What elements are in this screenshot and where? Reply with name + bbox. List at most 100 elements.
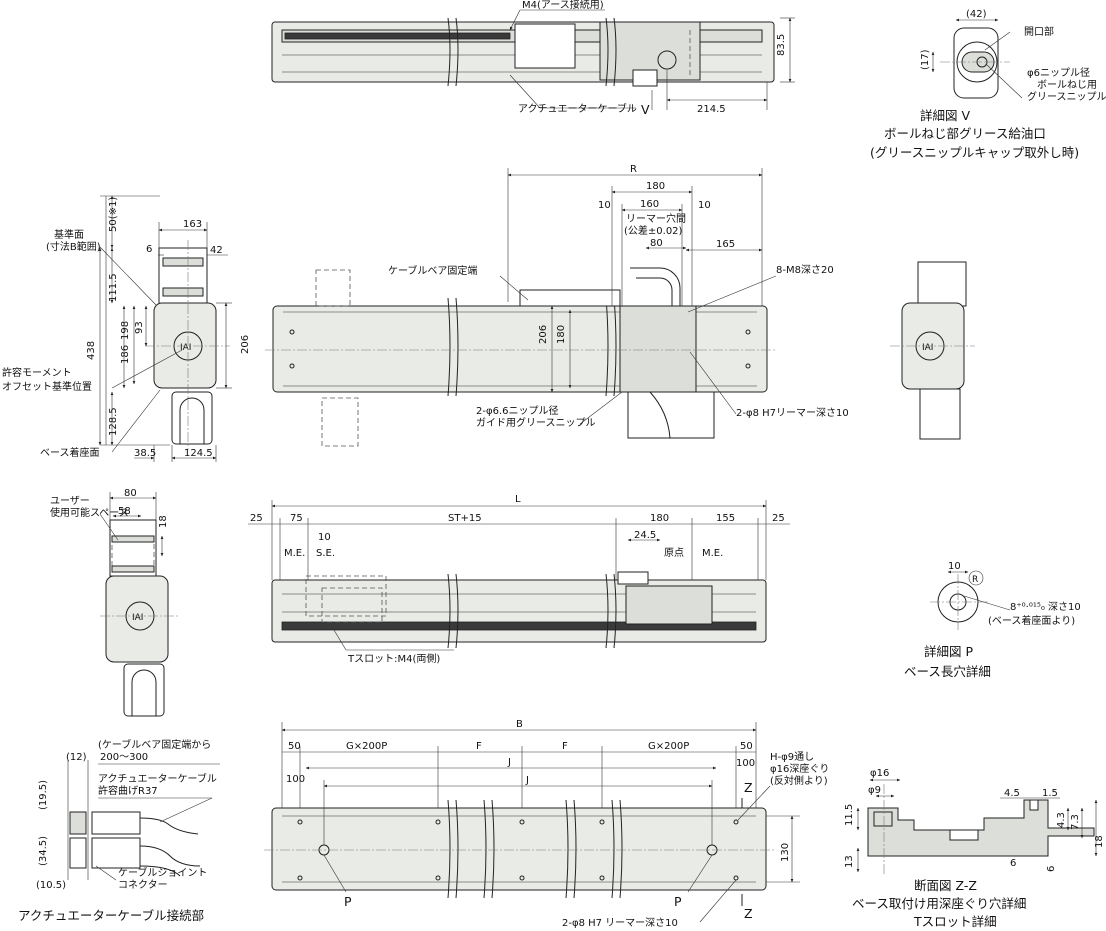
dim-50-note: 50(※1) (108, 197, 119, 232)
detail-p-dim-10: 10 (948, 561, 961, 572)
dim-155: 155 (716, 513, 735, 524)
z-top: Z (744, 780, 753, 795)
side-view (265, 267, 775, 447)
user-dim-18: 18 (158, 515, 169, 528)
dim-130: 130 (780, 843, 791, 862)
dim-F-right: F (562, 741, 568, 752)
dim-st: ST+15 (448, 513, 482, 524)
section-zz: φ16 φ9 11.5 13 4.5 1.5 4.3 7.3 18 6 6 断面… (844, 768, 1105, 929)
detail-v-dim-42: (42) (966, 9, 987, 20)
dim-80-top: 80 (650, 238, 663, 249)
side-view-dims: R 180 10 160 10 リーマー穴間 (公差±0.02) 80 165 … (388, 164, 849, 429)
cable-dim-12: (12) (66, 752, 87, 763)
lower-front-dims: L 25 75 ST+15 180 155 25 10 M.E. S.E. 24… (248, 494, 790, 665)
dim-B: B (516, 719, 523, 730)
dim-180-top: 180 (646, 181, 665, 192)
zz-dim-4-3: 4.3 (1056, 812, 1067, 828)
dim-214-5: 214.5 (697, 104, 726, 115)
dim-111-5: 111.5 (108, 273, 119, 302)
zz-dim-11-5: 11.5 (844, 804, 855, 826)
dim-438: 438 (86, 341, 97, 360)
moment-label-1: 許容モーメント (2, 366, 72, 379)
zz-subtitle: ベース取付け用深座ぐり穴詳細 (852, 896, 1026, 911)
reamer-8-side: 2-φ8 H7リーマー深さ10 (736, 407, 849, 419)
detail-v-subtitle: ボールねじ部グリース給油口 (884, 126, 1046, 141)
dim-50-right: 50 (740, 741, 753, 752)
origin-label: 原点 (664, 547, 684, 559)
dim-124-5: 124.5 (184, 448, 213, 459)
cable-joint-2: コネクター (118, 879, 168, 891)
p-right: P (674, 894, 682, 909)
dim-g-right: G×200P (648, 741, 689, 752)
dim-42: 42 (210, 245, 223, 256)
p-left: P (344, 894, 352, 909)
dim-10-left: 10 (598, 200, 611, 211)
nipple-1: 2-φ6.6ニップル径 (476, 404, 558, 417)
zz-dim-6b: 6 (1046, 866, 1057, 872)
nipple-label-1: φ6ニップル径 (1027, 66, 1090, 79)
dim-R: R (630, 164, 637, 175)
detail-p: 10 R 8⁺⁰·⁰¹⁵₀ 深さ10 (ベース着座面より) 詳細図 P ベース長… (904, 561, 1081, 679)
dim-6: 6 (146, 244, 152, 255)
cable-note-1: (ケーブルベア固定端から (98, 738, 211, 751)
dim-83-5: 83.5 (776, 34, 787, 56)
m4-label: M4(アース接続用) (522, 0, 604, 11)
dim-b-range: (寸法B範囲) (46, 240, 101, 253)
cable-title: アクチュエーターケーブル接続部 (18, 908, 204, 923)
detail-p-spec-2: (ベース着座面より) (988, 614, 1075, 627)
bottom-reamer: 2-φ8 H7 リーマー深さ10 (562, 917, 678, 929)
detail-p-subtitle: ベース長穴詳細 (904, 664, 991, 679)
cable-joint-1: ケーブルジョイント (118, 866, 207, 879)
detail-p-title: 詳細図 P (924, 644, 973, 659)
hole-spec-2: φ16深座ぐり (770, 762, 829, 775)
dim-206-left: 206 (240, 335, 251, 354)
dim-38-5: 38.5 (134, 448, 156, 459)
zz-dim-13: 13 (844, 855, 855, 868)
m8-label: 8-M8深さ20 (776, 264, 834, 276)
dim-L: L (515, 494, 521, 505)
dim-163: 163 (183, 219, 202, 230)
dim-198: 198 (120, 321, 131, 340)
zz-dim-18: 18 (1094, 835, 1105, 848)
dim-J-bottom: J (525, 775, 529, 786)
cable-label: アクチュエーターケーブル (518, 102, 637, 115)
cable-dim-10-5: (10.5) (36, 880, 66, 891)
hole-spec-3: (反対側より) (770, 774, 828, 787)
cable-bend-2: 許容曲げR37 (98, 784, 158, 797)
zz-dim-1-5: 1.5 (1042, 788, 1058, 799)
user-space-dims: ユーザー 使用可能スペース 80 58 18 (50, 488, 169, 557)
svg-text:IAI: IAI (132, 613, 143, 623)
dim-186: 186 (120, 345, 131, 364)
v-marker: V (641, 102, 650, 117)
user-dim-80: 80 (124, 488, 137, 499)
dim-93: 93 (134, 321, 145, 334)
bottom-view-dims: B 50 G×200P F F G×200P 50 J J 100 100 H-… (281, 719, 829, 929)
zz-title: 断面図 Z-Z (914, 878, 977, 893)
right-end-view: IAI (890, 261, 975, 440)
svg-text:IAI: IAI (180, 343, 191, 353)
detail-v-note: (グリースニップルキャップ取外し時) (870, 145, 1079, 160)
top-view (271, 17, 775, 87)
svg-text:IAI: IAI (922, 343, 933, 353)
ref-surface: 基準面 (54, 228, 84, 241)
user-space-label-2: 使用可能スペース (50, 506, 129, 519)
dim-25-left: 25 (250, 513, 263, 524)
nipple-2: ガイド用グリースニップル (476, 416, 596, 429)
dim-F-left: F (476, 741, 482, 752)
bottom-view (264, 799, 776, 899)
nipple-label-3: グリースニップル (1027, 90, 1106, 103)
dim-180-lower: 180 (650, 513, 669, 524)
user-dim-58: 58 (118, 506, 131, 517)
tslot-label: Tスロット:M4(両側) (347, 652, 440, 665)
dim-25-right: 25 (772, 513, 785, 524)
zz-dim-16: φ16 (870, 768, 889, 779)
cable-detail (67, 760, 201, 880)
zz-dim-7-3: 7.3 (1070, 814, 1081, 830)
dim-75: 75 (290, 513, 303, 524)
lower-front-view (271, 571, 767, 649)
cable-note-2: 200〜300 (100, 752, 148, 763)
dim-180-vert: 180 (556, 325, 567, 344)
me-left: M.E. (284, 548, 305, 559)
dim-165: 165 (716, 239, 735, 250)
top-view-dims: M4(アース接続用) 83.5 アクチュエーターケーブル V 214.5 (509, 0, 795, 117)
